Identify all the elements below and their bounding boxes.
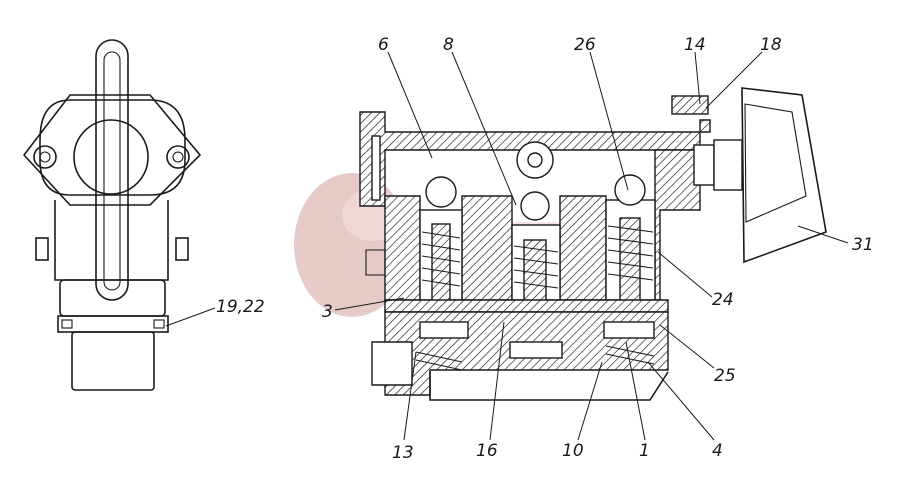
callout-8: 8 (443, 35, 454, 55)
side-view (22, 39, 202, 391)
callout-14: 14 (684, 35, 706, 55)
callout-18: 18 (760, 35, 782, 55)
callout-10: 10 (562, 441, 584, 461)
callout-4: 4 (712, 441, 723, 461)
callout-labels: 6 8 26 14 18 31 24 25 4 1 10 16 13 3 19,… (216, 35, 874, 463)
callout-19-22: 19,22 (216, 297, 265, 317)
callout-31: 31 (852, 235, 874, 255)
callout-26: 26 (574, 35, 596, 55)
callout-16: 16 (476, 441, 498, 461)
callout-1: 1 (639, 441, 650, 461)
callout-6: 6 (378, 35, 389, 55)
callout-13: 13 (392, 443, 414, 463)
callout-24: 24 (712, 290, 734, 310)
callout-25: 25 (714, 366, 736, 386)
leader-lines (165, 51, 849, 441)
section-view (359, 87, 827, 401)
callout-3: 3 (322, 302, 333, 322)
